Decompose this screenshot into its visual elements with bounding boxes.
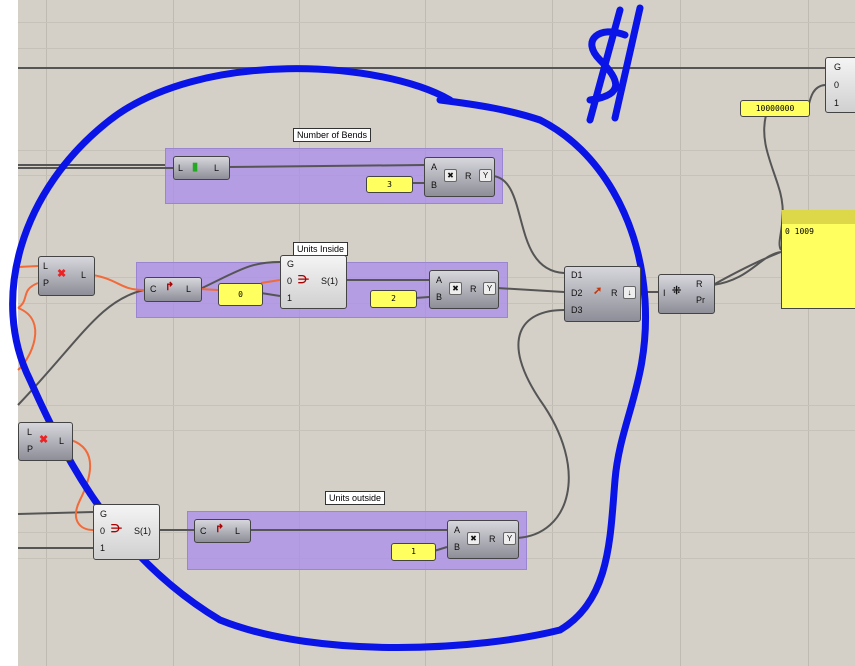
cull-icon: ✖ (39, 434, 49, 446)
param-d2: D2 (571, 288, 583, 298)
group-label: Number of Bends (293, 128, 372, 142)
multiply-component[interactable]: A B ✖ R Y (447, 520, 519, 559)
cull-icon: ✖ (57, 268, 67, 280)
param-g: G (834, 62, 842, 72)
param-1: 1 (100, 543, 106, 553)
graft-icon[interactable]: Y (479, 169, 492, 182)
inside-factor-panel[interactable]: 2 (370, 290, 417, 308)
stream-filter-component[interactable]: G 0 1 ⋺ S(1) (280, 255, 347, 309)
flatten-icon[interactable]: ↓ (623, 286, 636, 299)
create-set-component[interactable]: I ⁜ R Pr (658, 274, 715, 314)
param-a: A (454, 525, 461, 535)
param-b: B (454, 542, 461, 552)
param-p: P (43, 278, 50, 288)
graft-icon[interactable]: Y (483, 282, 496, 295)
curve-icon: ↱ (165, 281, 175, 293)
param-1: 1 (834, 98, 840, 108)
param-r: R (489, 534, 496, 544)
list-icon: ▮ (192, 161, 199, 173)
param-0: 0 (834, 80, 840, 90)
param-0: 0 (100, 526, 106, 536)
param-r: R (465, 171, 472, 181)
bends-factor-panel[interactable]: 3 (366, 176, 413, 193)
param-l: L (43, 261, 49, 271)
stream-icon: ⋺ (298, 274, 309, 286)
param-0: 0 (287, 276, 293, 286)
param-g: G (100, 509, 108, 519)
param-s: S(1) (321, 276, 339, 286)
param-l: L (81, 270, 87, 280)
param-c: C (200, 526, 207, 536)
param-d1: D1 (571, 270, 583, 280)
set-icon: ⁜ (672, 285, 682, 297)
output-panel[interactable]: 0 1009 (781, 210, 855, 309)
param-p: P (27, 444, 34, 454)
curve-length-component[interactable]: C ↱ L (194, 519, 251, 543)
param-l: L (178, 163, 184, 173)
param-l: L (27, 427, 33, 437)
inside-index-panel[interactable]: 0 (218, 283, 263, 306)
merge-icon: ➚ (593, 285, 603, 297)
param-pr: Pr (696, 295, 705, 305)
group-label: Units outside (325, 491, 386, 505)
param-1: 1 (287, 293, 293, 303)
outside-factor-panel[interactable]: 1 (391, 543, 436, 561)
multiply-icon: ✖ (444, 169, 457, 182)
param-l: L (235, 526, 241, 536)
multiply-component[interactable]: A B ✖ R Y (429, 270, 499, 309)
param-b: B (431, 180, 438, 190)
param-r: R (470, 284, 477, 294)
merge-component[interactable]: D1 D2 D3 ➚ R ↓ (564, 266, 641, 322)
curve-length-component[interactable]: C ↱ L (144, 277, 202, 302)
multiply-icon: ✖ (449, 282, 462, 295)
cull-pattern-component[interactable]: L P ✖ L (18, 422, 73, 461)
output-text: 0 1009 (785, 227, 814, 236)
curve-icon: ↱ (215, 523, 225, 535)
param-l: L (186, 284, 192, 294)
param-r: R (696, 279, 703, 289)
list-length-component[interactable]: L ▮ L (173, 156, 230, 180)
multiply-component[interactable]: A B ✖ R Y (424, 157, 495, 197)
param-r: R (611, 288, 618, 298)
param-i: I (663, 288, 666, 298)
stream-filter-component[interactable]: G 0 1 ⋺ S(1) (93, 504, 160, 560)
param-l: L (59, 436, 65, 446)
param-c: C (150, 284, 157, 294)
stream-icon: ⋺ (111, 523, 122, 535)
number-panel[interactable]: 10000000 (740, 100, 810, 117)
param-g: G (287, 259, 295, 269)
annotation-scribble (9, 4, 650, 651)
multiply-icon: ✖ (467, 532, 480, 545)
stream-gate-component[interactable]: G 0 1 (825, 57, 855, 113)
param-b: B (436, 292, 443, 302)
cull-pattern-component[interactable]: L P ✖ L (38, 256, 95, 296)
graft-icon[interactable]: Y (503, 532, 516, 545)
param-l: L (214, 163, 220, 173)
param-s: S(1) (134, 526, 152, 536)
param-d3: D3 (571, 305, 583, 315)
left-margin (0, 0, 18, 666)
param-a: A (431, 162, 438, 172)
param-a: A (436, 275, 443, 285)
